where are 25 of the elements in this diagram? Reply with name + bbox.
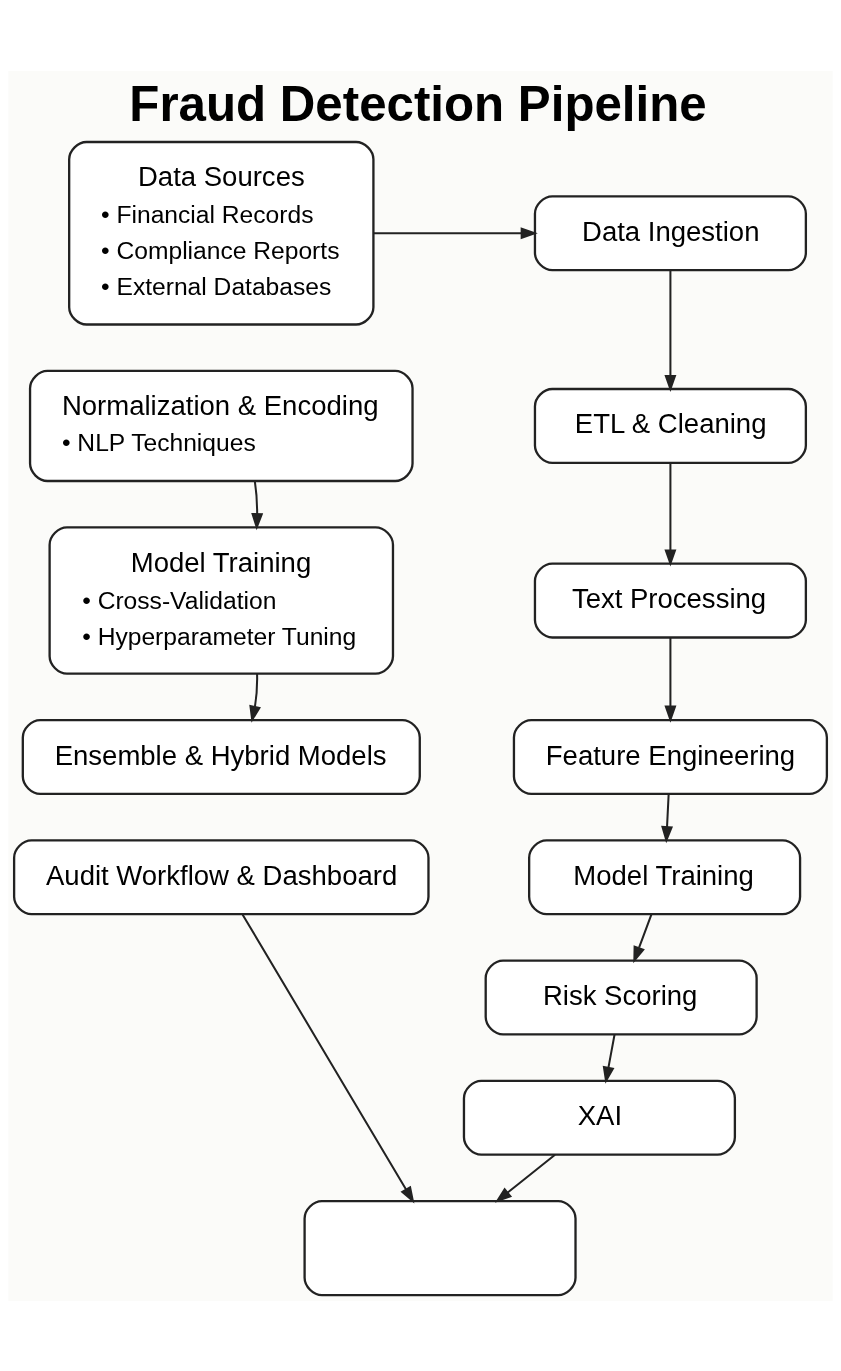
node-box [303,1199,577,1296]
arrow [661,793,674,843]
node-box: Data Ingestion [533,194,808,271]
node-box: Text Processing [533,561,808,639]
arrow [494,1153,556,1203]
node-box: Audit Workflow & Dashboard [12,838,430,915]
diagram-title: Fraud Detection Pipeline [129,75,707,131]
node-box: Feature Engineering [512,718,829,795]
node-box: Model Training [528,838,802,915]
arrow [664,269,677,392]
arrow [664,462,677,567]
arrow [633,913,653,963]
node-box: ETL & Cleaning [533,387,808,464]
node-box: Data Sources • Financial Records • Compliance Reports • External Databases [68,140,375,326]
arrow [373,226,538,239]
node-box: Ensemble & Hybrid Models [21,718,421,795]
arrow [241,913,415,1203]
node-box: XAI [462,1079,737,1156]
arrow [251,480,264,530]
node-box: Normalization & Encoding • NLP Techniques [28,369,414,482]
arrow [602,1034,616,1084]
node-box: Model Training • Cross-Validation • Hyperparameter Tuning [48,525,395,675]
node-box: Risk Scoring [484,958,758,1036]
arrow [249,673,261,723]
arrow [664,637,677,723]
